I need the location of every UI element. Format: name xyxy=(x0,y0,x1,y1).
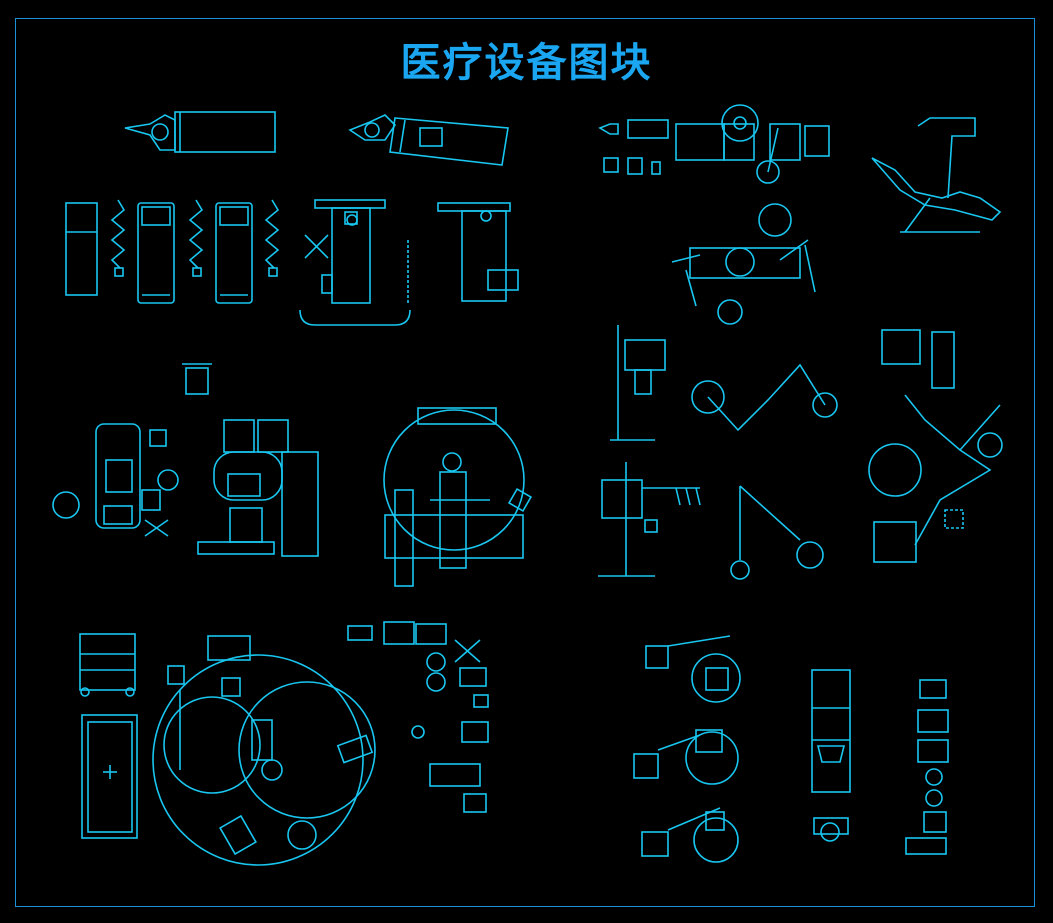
hospital-bed-1 xyxy=(137,202,175,304)
exam-chair-table xyxy=(437,202,519,302)
xray-stand-1 xyxy=(610,325,666,441)
spring-coil-3 xyxy=(264,199,280,277)
dental-tools-small xyxy=(598,119,669,175)
tall-cabinet-sink xyxy=(811,669,851,842)
page-title: 医疗设备图块 xyxy=(400,40,653,86)
iv-stand-small xyxy=(182,363,212,395)
surgical-lamp-arm-1 xyxy=(691,363,838,432)
sink-column xyxy=(905,679,949,855)
drawing-border xyxy=(15,18,1035,907)
surgery-room-circles xyxy=(152,635,376,866)
trolley-cart xyxy=(79,633,136,697)
dental-chair-plan xyxy=(52,423,179,537)
iv-lamp-pole xyxy=(730,485,824,580)
dental-chair-side xyxy=(871,117,1002,233)
spring-coil-2 xyxy=(188,199,204,277)
stretcher-block-1 xyxy=(124,111,276,153)
hospital-bed-2 xyxy=(215,202,253,304)
dental-unit-top xyxy=(675,104,830,184)
ceiling-lamp-2 xyxy=(633,729,739,785)
dental-unit-arm xyxy=(671,203,816,325)
spring-coil-1 xyxy=(110,199,126,277)
operating-station xyxy=(197,419,319,557)
ceiling-lamp-1 xyxy=(645,635,741,703)
cabinet-tall xyxy=(65,202,98,296)
surgical-lamp-big xyxy=(868,329,1003,563)
small-equipment-set xyxy=(347,621,489,813)
treatment-table xyxy=(299,199,411,326)
xray-room-circle xyxy=(383,407,533,587)
ceiling-lamp-3 xyxy=(641,807,739,863)
operating-table-long xyxy=(81,714,138,839)
xray-stand-2 xyxy=(598,462,701,577)
stretcher-block-2 xyxy=(348,114,509,166)
